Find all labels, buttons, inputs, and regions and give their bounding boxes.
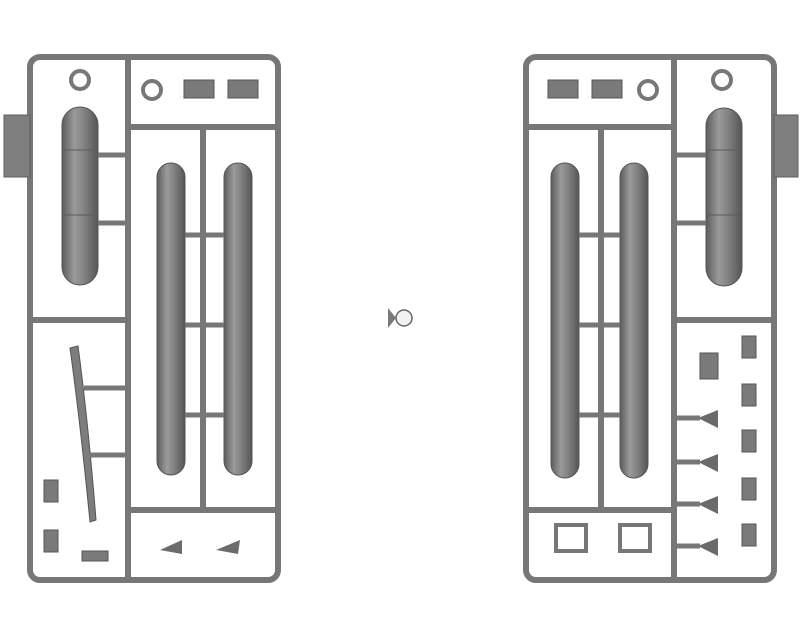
right-small-parts [547,69,757,553]
center-runner [278,308,526,328]
left-frame-tab [3,114,31,178]
right-drop-tank [674,107,743,287]
right-torpedo-2 [619,162,649,479]
left-curved-strip [69,345,97,523]
left-propellers [160,540,240,554]
left-torpedo-2 [223,162,253,476]
left-small-parts [43,69,259,562]
center-sprue-gate [395,309,413,327]
right-torpedo-1 [550,162,580,479]
right-frame-tab [773,114,799,178]
left-torpedo-1 [156,162,186,476]
left-drop-tank [61,106,128,286]
right-propellers [698,410,718,556]
right-sprue-frame [523,54,777,583]
